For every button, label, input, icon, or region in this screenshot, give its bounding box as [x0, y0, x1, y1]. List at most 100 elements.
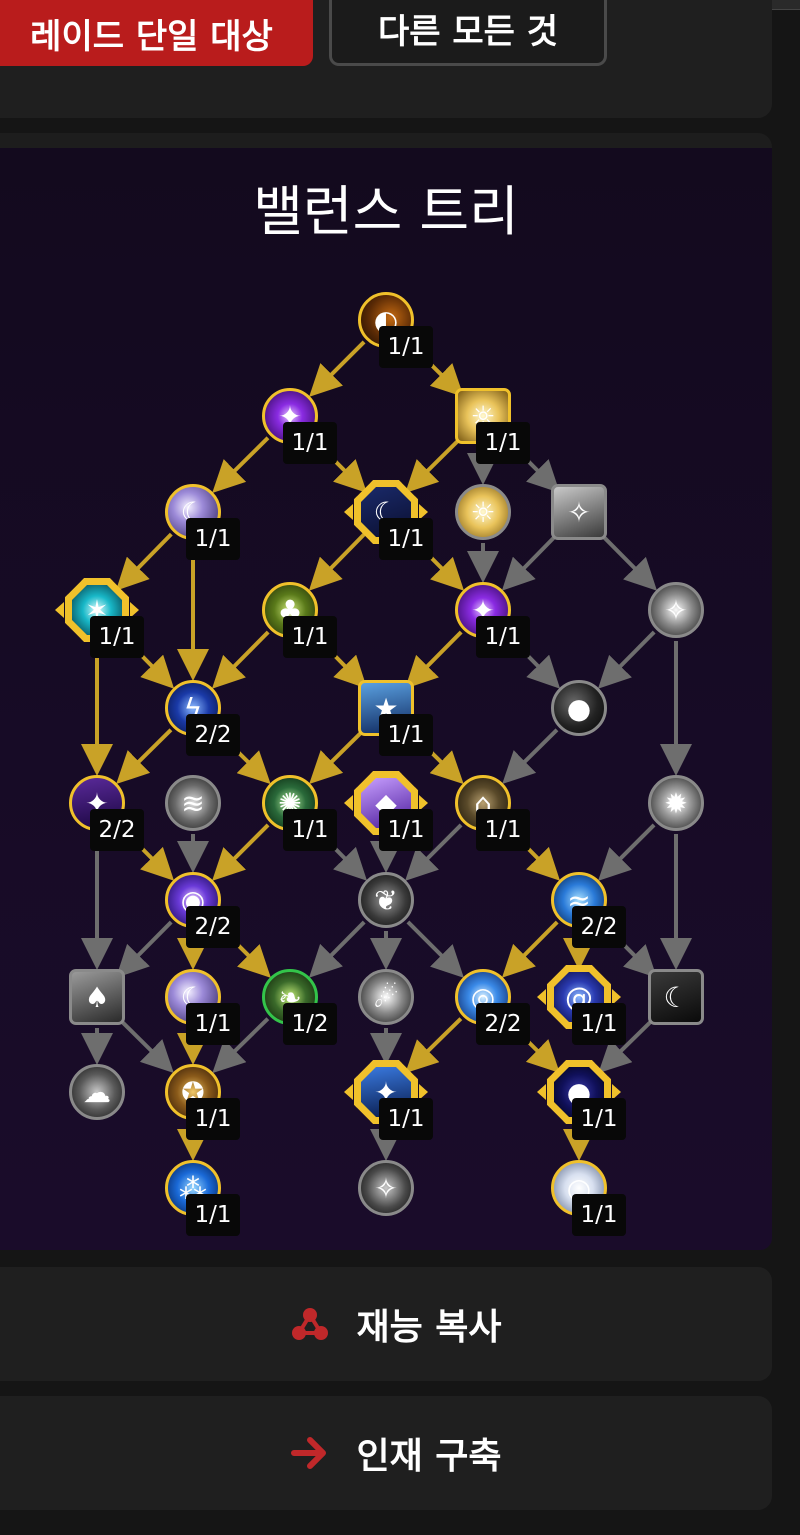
tree-connector [598, 823, 656, 881]
talent-rank-badge: 1/1 [379, 1098, 433, 1140]
talent-rank-badge: 1/1 [572, 1098, 626, 1140]
talent-node-frame [551, 484, 607, 540]
talent-node-frame [69, 969, 125, 1025]
choice-right-arrow-icon[interactable] [419, 1084, 428, 1100]
mushroom-icon: ♠ [84, 980, 110, 1014]
talent-node[interactable]: ✧ [648, 582, 704, 638]
talent-node-frame [648, 775, 704, 831]
talent-rank-badge: 1/1 [476, 422, 530, 464]
tree-connector [117, 1017, 174, 1074]
talent-node[interactable]: ✹ [648, 775, 704, 831]
everything-else-tab[interactable]: 다른 모든 것 [329, 0, 607, 66]
choice-left-arrow-icon[interactable] [344, 504, 353, 520]
talent-node[interactable]: ♠ [69, 969, 125, 1025]
tree-connector [501, 532, 559, 591]
talent-rank-badge: 1/1 [90, 616, 144, 658]
tree-connector [309, 340, 366, 397]
tree-connector [598, 1017, 656, 1074]
roots-icon: ❦ [374, 883, 398, 917]
tree-connector [212, 823, 270, 881]
talent-node[interactable]: ☁ [69, 1064, 125, 1120]
choice-right-arrow-icon[interactable] [419, 795, 428, 811]
choice-right-arrow-icon[interactable] [612, 989, 621, 1005]
talent-node[interactable]: ≋ [165, 775, 221, 831]
talent-node[interactable]: ☼ [455, 484, 511, 540]
talent-rank-badge: 2/2 [572, 906, 626, 948]
talent-rank-badge: 2/2 [90, 809, 144, 851]
talent-rank-badge: 1/1 [476, 809, 530, 851]
crescent-moon-icon: ☾ [663, 980, 689, 1014]
choice-left-arrow-icon[interactable] [537, 1084, 546, 1100]
talent-rank-badge: 1/1 [283, 422, 337, 464]
choice-right-arrow-icon[interactable] [130, 602, 139, 618]
tree-connector [308, 532, 366, 591]
arrow-right-icon [291, 1437, 327, 1469]
tree-connector [212, 1017, 270, 1074]
tree-connector [405, 1017, 463, 1074]
tree-connector [308, 920, 366, 978]
tree-connector [405, 436, 463, 494]
talent-rank-badge: 1/1 [186, 518, 240, 560]
tree-connector [115, 920, 173, 978]
copy-talents-label: 재능 복사 [356, 1307, 502, 1348]
talent-node-frame [455, 484, 511, 540]
talent-rank-badge: 1/1 [379, 714, 433, 756]
choice-right-arrow-icon[interactable] [612, 1084, 621, 1100]
talent-node-frame [165, 775, 221, 831]
talent-rank-badge: 1/1 [572, 1194, 626, 1236]
talent-node-frame [551, 680, 607, 736]
talent-node[interactable]: ❦ [358, 872, 414, 928]
starfall-icon: ✧ [567, 495, 591, 529]
wind-slash-icon: ≋ [181, 786, 205, 820]
tree-connector [597, 630, 656, 689]
talent-rank-badge: 2/2 [186, 714, 240, 756]
tree-connector [404, 630, 463, 689]
talent-node[interactable]: ● [551, 680, 607, 736]
talent-rank-badge: 1/1 [283, 809, 337, 851]
copy-talents-button[interactable]: 재능 복사 [0, 1267, 772, 1381]
tree-connector [211, 630, 270, 689]
tree-connector [115, 532, 173, 591]
tree-connector [599, 532, 658, 591]
choice-left-arrow-icon[interactable] [537, 989, 546, 1005]
talent-node-frame [648, 582, 704, 638]
tree-connector [406, 920, 464, 978]
talent-node-frame [69, 1064, 125, 1120]
talent-node-frame [358, 1160, 414, 1216]
tree-connector [502, 728, 559, 785]
shooting-star-icon: ✧ [664, 593, 688, 627]
tree-connector [116, 728, 173, 785]
comet-icon: ☄ [373, 980, 399, 1014]
dark-cloud-icon: ☁ [83, 1075, 111, 1109]
talent-node-frame [358, 872, 414, 928]
tree-title: 밸런스 트리 [253, 180, 519, 243]
talent-rank-badge: 1/1 [476, 616, 530, 658]
talent-node[interactable]: ☄ [358, 969, 414, 1025]
talent-rank-badge: 1/1 [379, 809, 433, 851]
talent-rank-badge: 1/1 [186, 1098, 240, 1140]
talent-rank-badge: 1/2 [283, 1003, 337, 1045]
talent-rank-badge: 1/1 [572, 1003, 626, 1045]
raid-single-target-tab[interactable]: 레이드 단일 대상 [0, 0, 313, 66]
explosion-icon: ✹ [664, 786, 688, 820]
choice-left-arrow-icon[interactable] [344, 795, 353, 811]
choice-right-arrow-icon[interactable] [419, 504, 428, 520]
talent-node[interactable]: ☾ [648, 969, 704, 1025]
talent-node-frame [358, 969, 414, 1025]
talent-rank-badge: 1/1 [186, 1003, 240, 1045]
talent-rank-badge: 1/1 [283, 616, 337, 658]
sun-rune-icon: ☼ [470, 495, 496, 529]
tree-connector [501, 920, 559, 978]
feral-icon: ✧ [374, 1171, 398, 1205]
talent-node-frame [648, 969, 704, 1025]
share-nodes-icon [292, 1308, 329, 1340]
talent-rank-badge: 1/1 [186, 1194, 240, 1236]
talent-node[interactable]: ✧ [551, 484, 607, 540]
tree-connector [405, 823, 463, 881]
talent-build-button[interactable]: 인재 구축 [0, 1396, 772, 1510]
dark-moon-icon: ● [566, 691, 592, 725]
choice-left-arrow-icon[interactable] [55, 602, 64, 618]
choice-left-arrow-icon[interactable] [344, 1084, 353, 1100]
talent-node[interactable]: ✧ [358, 1160, 414, 1216]
talent-rank-badge: 2/2 [186, 906, 240, 948]
